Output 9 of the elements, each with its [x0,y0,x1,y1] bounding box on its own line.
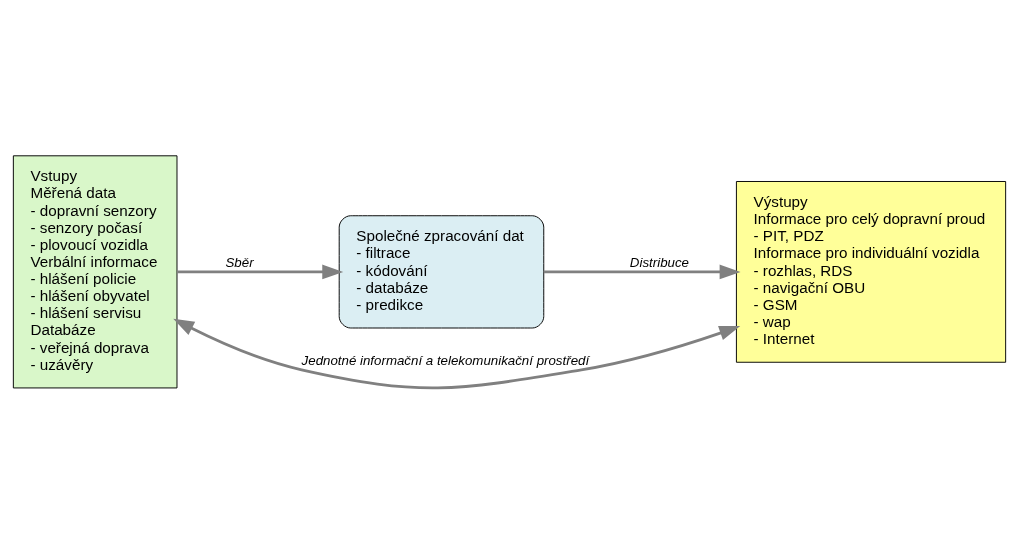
arrow [173,318,741,390]
arrow [177,264,344,280]
arrow [543,264,741,280]
node-box: Společné zpracování dat - filtrace - kódování - databáze - predikce [338,215,545,329]
edge-label: Jednotné informační a telekomunikační prostředí [301,353,590,369]
node-box: Výstupy Informace pro celý dopravní proud - PIT, PDZ Informace pro individuální vozidla - rozhlas, RDS - navigační OBU - GSM - wap - Internet [735,181,1007,363]
edge-label: Distribuce [629,255,689,271]
node-box: Vstupy Měřená data - dopravní senzory - senzory počasí - plovoucí vozidla Verbální informace - hlášení policie - hlášení obyvatel - hlášení servisu Databáze - veřejná doprava - uzávěry [12,155,178,389]
edge-label: Sběr [225,255,254,271]
